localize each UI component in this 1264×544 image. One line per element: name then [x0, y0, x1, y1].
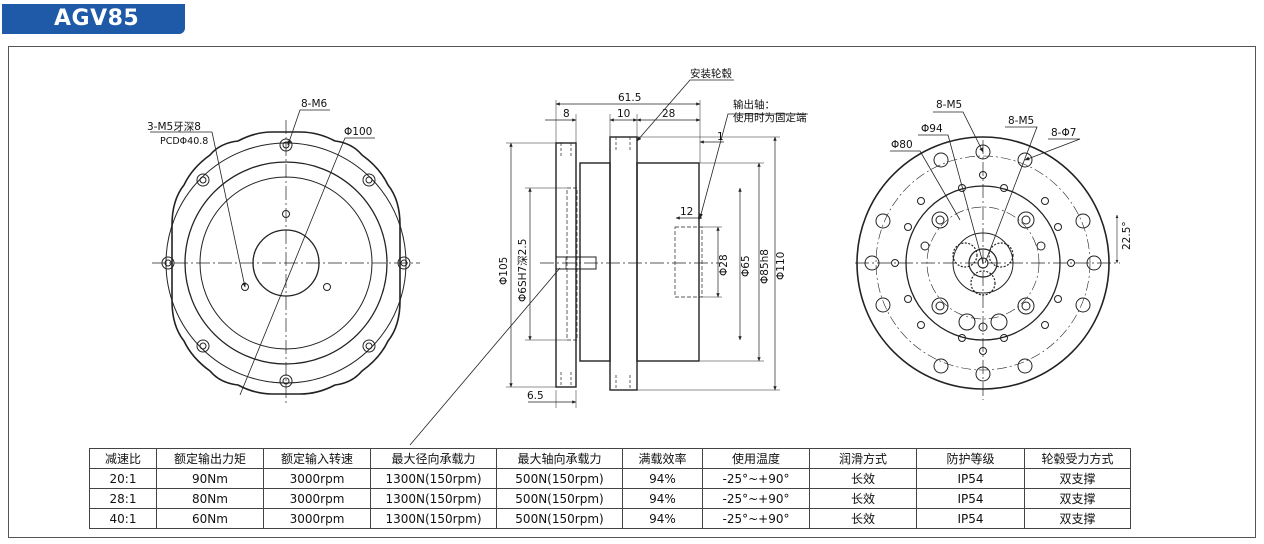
- table-row: 40:1 60Nm 3000rpm 1300N(150rpm) 500N(150…: [89, 508, 1131, 529]
- table-cell: 90Nm: [156, 468, 264, 489]
- table-cell: 双支撑: [1024, 468, 1131, 489]
- table-cell: 长效: [809, 488, 917, 509]
- table-cell: 40:1: [89, 508, 157, 529]
- rear-8m5-callout-a: 8-M5: [936, 99, 962, 111]
- table-cell: 60Nm: [156, 508, 264, 529]
- front-thread-callout: 3-M5牙深8: [147, 121, 201, 133]
- table-cell: 500N(150rpm): [496, 508, 623, 529]
- table-cell: 3000rpm: [263, 468, 371, 489]
- table-cell: 1300N(150rpm): [370, 508, 497, 529]
- column-header: 最大径向承载力: [370, 448, 497, 469]
- column-header: 减速比: [89, 448, 157, 469]
- table-cell: IP54: [916, 488, 1025, 509]
- front-view: 3-M5牙深8 PCDΦ40.8 8-M6 Φ100: [147, 98, 420, 405]
- model-title: AGV85: [54, 6, 140, 31]
- rear-view: 8-M5 8-M5 8-Φ7 Φ94 Φ80 22.5°: [855, 99, 1133, 400]
- column-header: 防护等级: [916, 448, 1025, 469]
- drawing-frame: [8, 46, 1256, 538]
- column-header: 轮毂受力方式: [1024, 448, 1131, 469]
- table-cell: 94%: [622, 488, 703, 509]
- side-hub-label: 安装轮毂: [690, 67, 732, 80]
- front-d100-callout: Φ100: [344, 126, 372, 138]
- dim-d6: Φ6SH7深2.5: [517, 239, 529, 302]
- table-cell: 94%: [622, 508, 703, 529]
- table-header-row: 减速比 额定输出力矩 额定输入转速 最大径向承载力 最大轴向承载力 满载效率 使…: [89, 448, 1131, 469]
- table-cell: 双支撑: [1024, 508, 1131, 529]
- rear-angle-callout: 22.5°: [1121, 221, 1133, 250]
- table-cell: 1300N(150rpm): [370, 468, 497, 489]
- table-cell: 3000rpm: [263, 488, 371, 509]
- side-shaft-label-1: 输出轴：: [733, 98, 775, 111]
- dim-61-5: 61.5: [618, 92, 641, 104]
- dim-d110: Φ110: [775, 252, 787, 280]
- side-shaft-label-2: 使用时为固定端: [733, 111, 807, 124]
- column-header: 额定输入转速: [263, 448, 371, 469]
- front-m6-callout: 8-M6: [301, 98, 328, 110]
- table-row: 28:1 80Nm 3000rpm 1300N(150rpm) 500N(150…: [89, 488, 1131, 509]
- table-cell: IP54: [916, 468, 1025, 489]
- dim-28: 28: [662, 108, 675, 120]
- table-cell: 94%: [622, 468, 703, 489]
- dim-d85: Φ85h8: [759, 249, 771, 284]
- table-cell: 500N(150rpm): [496, 468, 623, 489]
- model-title-tab: AGV85: [2, 4, 185, 34]
- table-cell: 长效: [809, 468, 917, 489]
- dim-6-5: 6.5: [527, 390, 544, 402]
- table-cell: 20:1: [89, 468, 157, 489]
- table-row: 20:1 90Nm 3000rpm 1300N(150rpm) 500N(150…: [89, 468, 1131, 489]
- dim-12: 12: [680, 206, 693, 218]
- front-pcd-callout: PCDΦ40.8: [160, 136, 208, 147]
- table-cell: 长效: [809, 508, 917, 529]
- dim-1: 1: [717, 131, 724, 143]
- table-cell: 80Nm: [156, 488, 264, 509]
- column-header: 润滑方式: [809, 448, 917, 469]
- table-cell: 3000rpm: [263, 508, 371, 529]
- table-cell: 28:1: [89, 488, 157, 509]
- table-cell: 双支撑: [1024, 488, 1131, 509]
- column-header: 最大轴向承载力: [496, 448, 623, 469]
- dim-d65: Φ65: [740, 255, 752, 277]
- spec-table: 减速比 额定输出力矩 额定输入转速 最大径向承载力 最大轴向承载力 满载效率 使…: [89, 448, 1131, 529]
- table-cell: 1300N(150rpm): [370, 488, 497, 509]
- dim-10: 10: [617, 108, 630, 120]
- column-header: 满载效率: [622, 448, 703, 469]
- table-cell: IP54: [916, 508, 1025, 529]
- dim-8: 8: [563, 108, 570, 120]
- dim-d28: Φ28: [718, 254, 730, 276]
- table-cell: -25°~+90°: [702, 468, 810, 489]
- table-cell: -25°~+90°: [702, 488, 810, 509]
- column-header: 使用温度: [702, 448, 810, 469]
- table-cell: -25°~+90°: [702, 508, 810, 529]
- rear-8m5-callout-b: 8-M5: [1008, 115, 1034, 127]
- rear-d94-callout: Φ94: [921, 123, 943, 135]
- rear-8d7-callout: 8-Φ7: [1051, 127, 1076, 139]
- column-header: 额定输出力矩: [156, 448, 264, 469]
- table-cell: 500N(150rpm): [496, 488, 623, 509]
- side-view: 安装轮毂 输出轴： 使用时为固定端 61.5 8 10 28 1 12 6.5 …: [409, 67, 808, 446]
- rear-d80-callout: Φ80: [891, 139, 913, 151]
- dim-d105: Φ105: [498, 257, 510, 285]
